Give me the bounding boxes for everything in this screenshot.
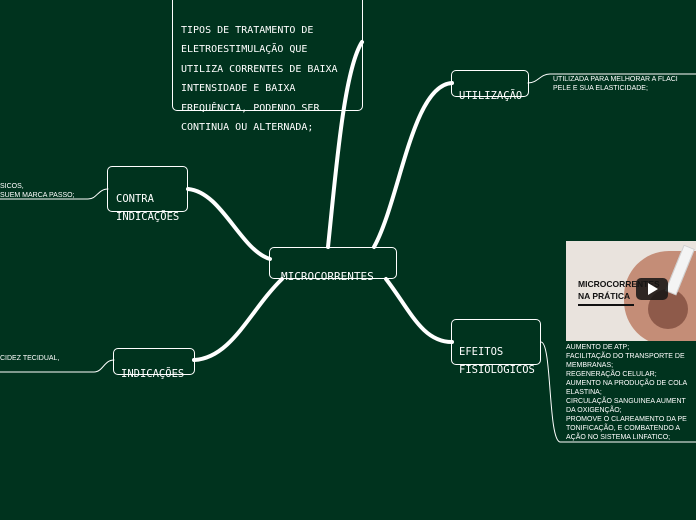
central-node[interactable]: MICROCORRENTES [269,247,397,279]
play-icon[interactable] [636,278,668,300]
contra-detail: SICOS, SUEM MARCA PASSO; [0,182,75,200]
indicacoes-node[interactable]: INDICAÇÕES [113,348,195,375]
contra-label: CONTRA INDICAÇÕES [116,193,179,223]
utilizacao-detail: UTILIZADA PARA MELHORAR A FLACI PELE E S… [553,75,678,93]
indicacoes-detail: CIDEZ TECIDUAL, [0,354,59,363]
video-thumbnail[interactable]: MICROCORRENTES NA PRÁTICA [566,241,696,341]
efeitos-detail: AUMENTO DE ATP; FACILITAÇÃO DO TRANSPORT… [566,343,687,442]
contra-node[interactable]: CONTRA INDICAÇÕES [107,166,188,212]
definition-node[interactable]: TIPOS DE TRATAMENTO DE ELETROESTIMULAÇÃO… [172,0,363,111]
central-label: MICROCORRENTES [281,270,374,283]
definition-text: TIPOS DE TRATAMENTO DE ELETROESTIMULAÇÃO… [181,25,338,134]
video-title-underline [578,304,634,306]
indicacoes-label: INDICAÇÕES [121,368,184,380]
utilizacao-label: UTILIZAÇÃO [459,90,522,102]
utilizacao-node[interactable]: UTILIZAÇÃO [451,70,529,97]
efeitos-label: EFEITOS FISIOLOGICOS [459,346,535,376]
efeitos-node[interactable]: EFEITOS FISIOLOGICOS [451,319,541,365]
